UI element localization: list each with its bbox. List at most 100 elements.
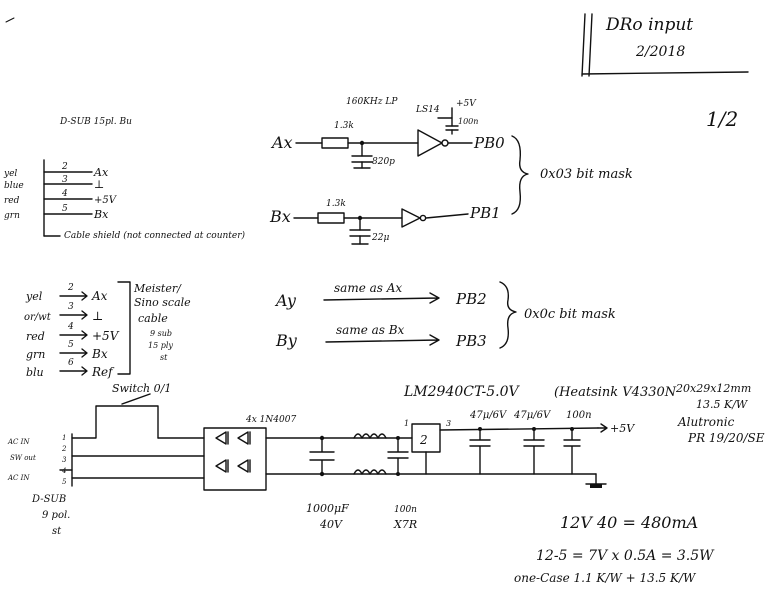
sheet-title: DRo input [605, 15, 693, 35]
power-supply: LM2940CT-5.0V (Heatsink V4330N 20x29x12m… [7, 382, 765, 537]
mid-signal-2: ⊥ [92, 309, 103, 323]
ax-output-label: PB0 [473, 134, 505, 152]
output-cap-1-value: 47μ/6V [469, 410, 508, 421]
brace-1 [511, 135, 529, 215]
mid-cable-note-3: cable [138, 312, 168, 325]
inductor-1 [353, 433, 387, 439]
mid-signal-5: Ref [91, 365, 115, 379]
ac-in-label-2: AC IN [7, 474, 30, 482]
ay-same-text: same as Ax [334, 281, 402, 295]
dsub-top-pin-num-2: 3 [62, 175, 68, 185]
dsub-top-pin-num-3: 4 [61, 189, 68, 199]
ac-in-label-1: AC IN [7, 438, 30, 446]
sheet-number: 1/2 [706, 107, 738, 131]
brace-2 [499, 281, 517, 349]
ax-cap-value: 820p [372, 157, 395, 167]
bx-cap-value: 22μ [371, 233, 389, 243]
mid-pin-5: 6 [68, 358, 74, 368]
output-cap-1 [469, 428, 491, 475]
title-block: DRo input 2/2018 [581, 13, 749, 77]
mask-1-label: 0x03 bit mask [540, 167, 633, 182]
sw-out-label: SW out [10, 454, 36, 462]
x-cap-value-1: 100n [394, 505, 417, 515]
dsub-power-2: 9 pol. [42, 510, 70, 521]
dsub-power-1: D-SUB [31, 494, 66, 505]
mid-color-2: or/wt [24, 312, 52, 323]
conn-pin-4: 4 [61, 467, 66, 475]
mask-2-label: 0x0c bit mask [524, 307, 616, 322]
bx-input-label: Bx [269, 207, 291, 226]
ground-symbol [585, 473, 607, 485]
bridge-rectifier [203, 427, 267, 491]
corner-mark [5, 17, 15, 23]
circuit-bx: Bx 1.3k 22μ PB1 [269, 199, 501, 245]
by-same-text: same as Bx [336, 323, 405, 337]
ax-supply-label: +5V [456, 99, 477, 109]
bx-buffer-gate [401, 208, 421, 228]
conn-pin-5: 5 [62, 478, 67, 486]
ax-buffer-gate [417, 129, 443, 157]
dsub-top-connector: D-SUB 15pl. Bu yel blue red grn 2 3 4 5 … [3, 117, 246, 241]
mid-cable-note-6: st [160, 353, 168, 362]
calc-line-2: 12-5 = 7V x 0.5A = 3.5W [536, 548, 715, 564]
heatsink-rth: 13.5 K/W [696, 398, 749, 411]
dsub-top-pin-color-3: red [4, 196, 20, 206]
ax-resistor [321, 137, 349, 149]
sheet-date: 2/2018 [635, 44, 685, 60]
ax-buffer-name: LS14 [415, 105, 440, 115]
heatsink-name: (Heatsink V4330N [554, 385, 677, 400]
calc-line-1: 12V 40 = 480mA [560, 513, 698, 532]
dsub-top-signal-3: +5V [94, 195, 118, 206]
ax-resistor-value: 1.3k [334, 121, 354, 131]
dsub-top-pin-num-1: 2 [61, 162, 68, 172]
x-cap-value-2: X7R [393, 518, 417, 531]
bulk-cap-value-2: 40V [319, 518, 343, 531]
power-switch [121, 393, 151, 405]
ay-input-label: Ay [274, 291, 297, 310]
reg-pin-3: 3 [446, 419, 451, 428]
mid-pin-2: 3 [68, 302, 74, 312]
ax-decoupling-value: 100n [458, 117, 478, 126]
mid-signal-3: +5V [92, 329, 120, 343]
dsub-top-signal-1: Ax [93, 166, 109, 179]
bx-output-label: PB1 [469, 204, 501, 222]
inductor-2 [353, 469, 387, 475]
by-output-label: PB3 [455, 332, 487, 350]
bulk-cap-value-1: 1000μF [306, 502, 349, 515]
dsub-top-title: D-SUB 15pl. Bu [59, 117, 132, 127]
dsub-mid-connector: yel or/wt red grn blu 2 3 4 5 6 Ax ⊥ +5V… [24, 281, 191, 379]
reg-pin-2: 2 [419, 433, 428, 447]
by-input-label: By [275, 331, 298, 350]
mid-pin-3: 4 [67, 322, 74, 332]
dsub-top-pin-color-4: grn [4, 211, 20, 221]
dsub-top-pin-color-2: blue [4, 181, 24, 191]
dsub-top-shield-note: Cable shield (not connected at counter) [64, 230, 246, 241]
mid-pin-4: 5 [68, 340, 74, 350]
mid-color-5: blu [26, 366, 44, 379]
mid-cable-note-1: Meister/ [133, 282, 182, 295]
conn-pin-2: 2 [61, 445, 67, 453]
input-bulk-capacitor [309, 437, 335, 475]
vendor-part: PR 19/20/SE [687, 431, 765, 445]
dsub-top-signal-4: Bx [93, 208, 109, 221]
dsub-top-signal-2: ⊥ [94, 178, 104, 191]
output-cap-3 [563, 428, 581, 475]
dsub-top-pin-color-1: yel [3, 169, 17, 179]
mid-color-1: yel [25, 290, 43, 303]
calculation-notes: 12V 40 = 480mA 12-5 = 7V x 0.5A = 3.5W o… [514, 513, 715, 585]
power-output-label: +5V [610, 422, 635, 435]
mid-pin-1: 2 [67, 283, 74, 293]
mid-signal-4: Bx [91, 347, 108, 361]
mid-color-3: red [26, 330, 45, 343]
output-cap-2 [523, 428, 545, 475]
mid-signal-1: Ax [91, 289, 108, 303]
mid-cable-note-2: Sino scale [134, 296, 191, 309]
bx-resistor [317, 212, 345, 224]
switch-label: Switch 0/1 [112, 382, 171, 395]
mid-cable-note-5: 15 ply [148, 341, 173, 350]
ax-input-label: Ax [270, 133, 293, 152]
ax-filter-note: 160KHz LP [346, 97, 398, 107]
output-cap-3-value: 100n [566, 410, 592, 421]
regulator-name: LM2940CT-5.0V [403, 384, 521, 400]
